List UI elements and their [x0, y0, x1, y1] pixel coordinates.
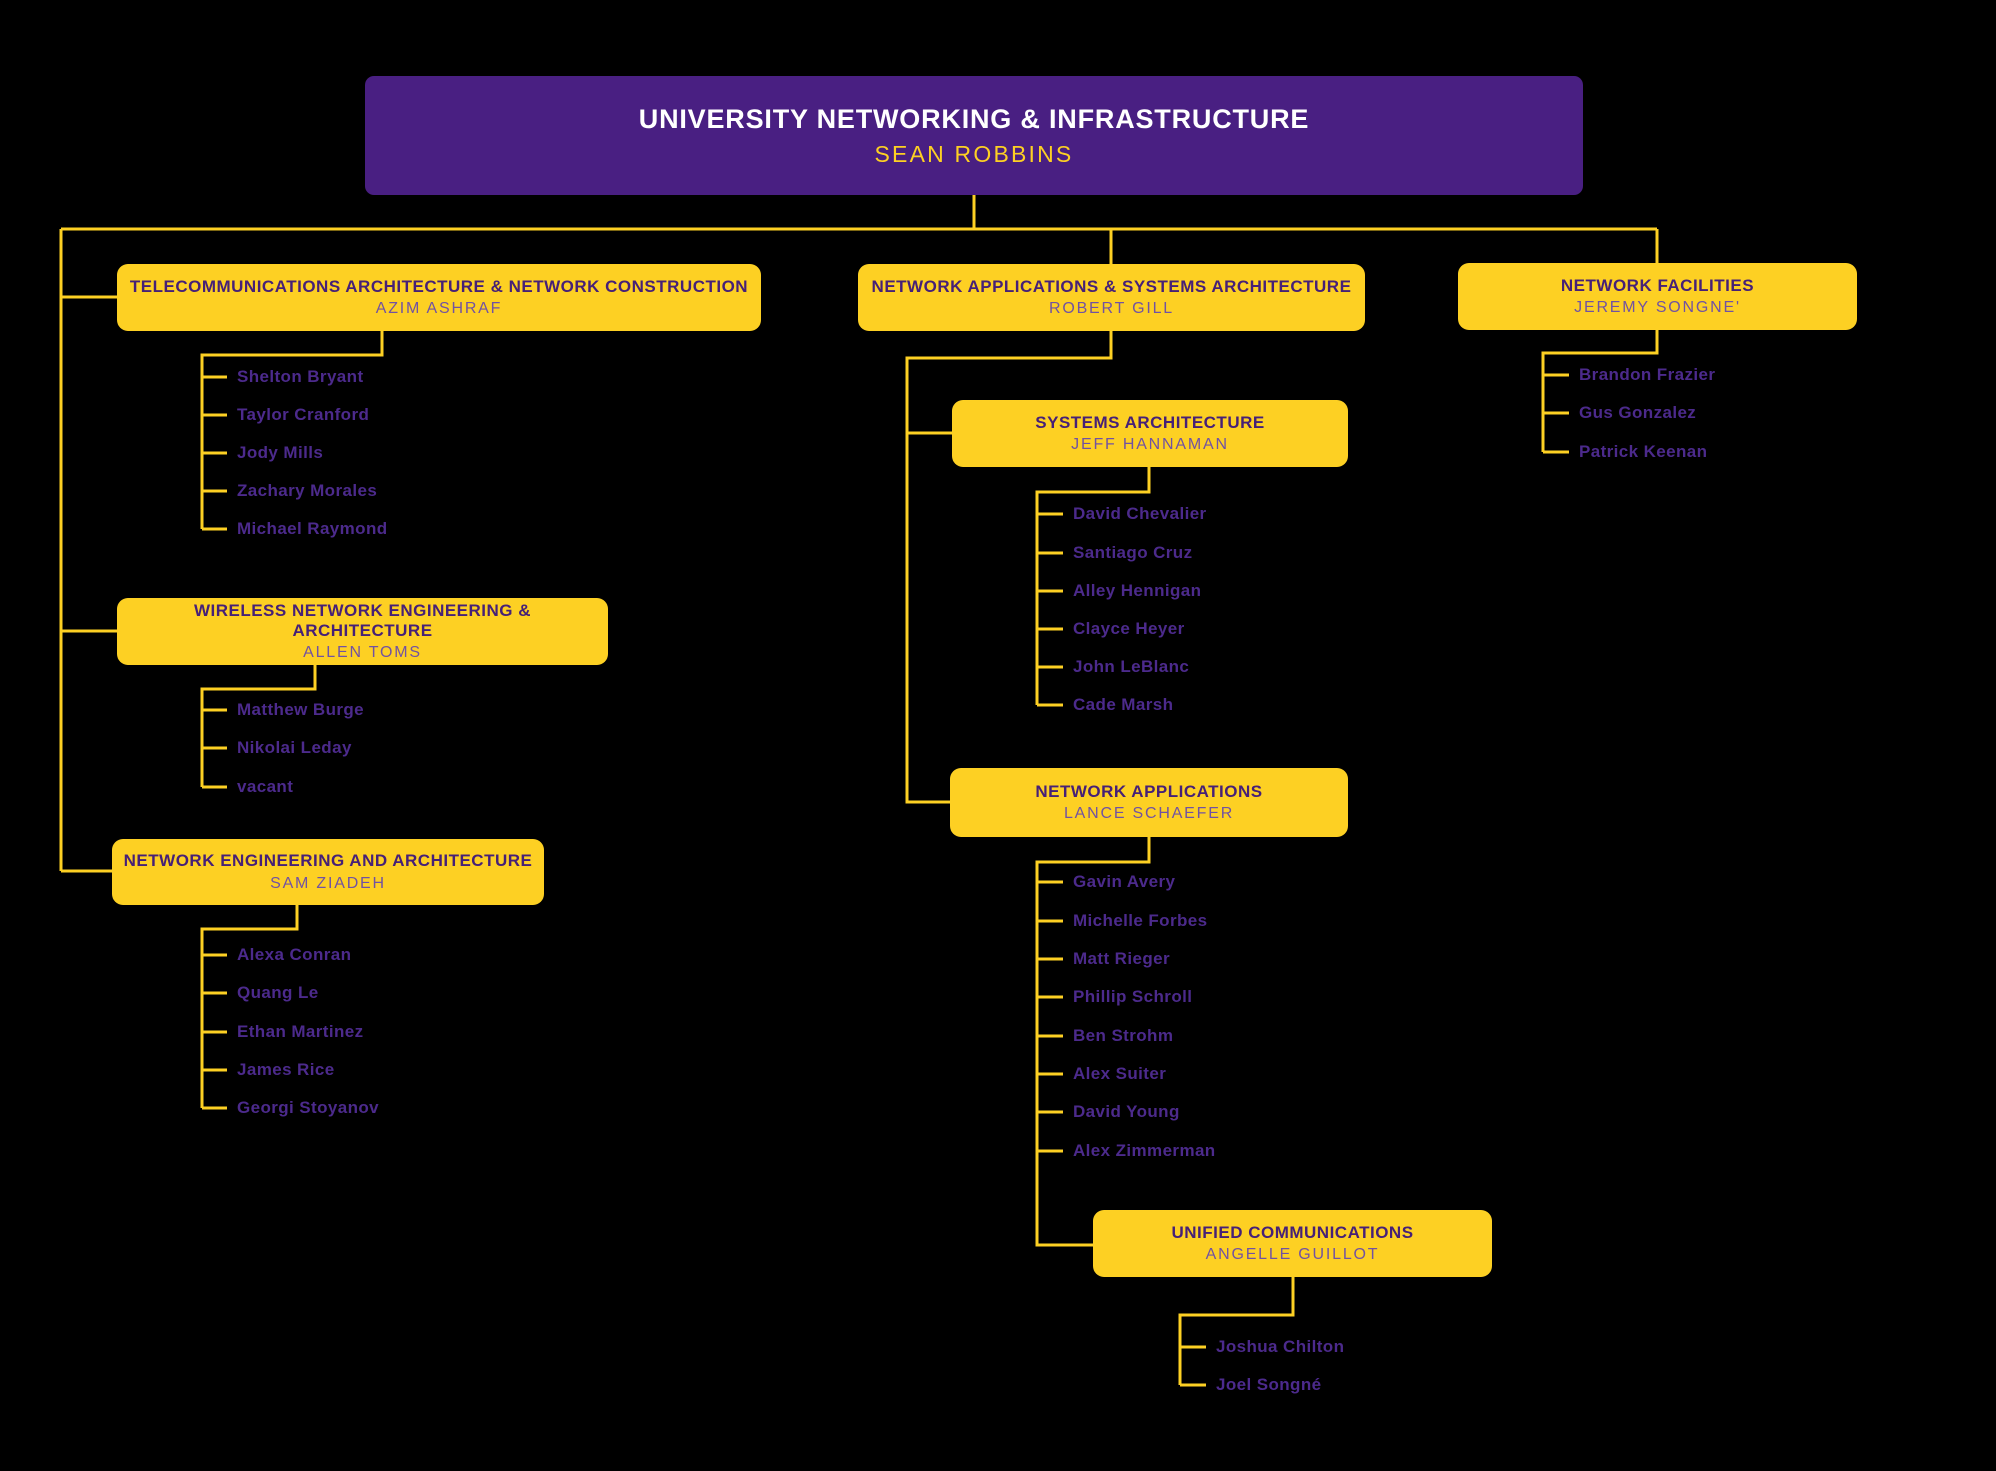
- root-box-university-networking: UNIVERSITY NETWORKING & INFRASTRUCTURE S…: [365, 76, 1583, 195]
- member-name: David Chevalier: [1073, 504, 1207, 523]
- member-name: Matt Rieger: [1073, 949, 1170, 968]
- dept-box-network-applications: NETWORK APPLICATIONS LANCE SCHAEFER: [950, 768, 1348, 837]
- member-name: Alexa Conran: [237, 945, 352, 964]
- dept-title: WIRELESS NETWORK ENGINEERING & ARCHITECT…: [193, 600, 532, 640]
- unicomm-member-spine: [1178, 1277, 1295, 1385]
- member-name: Jody Mills: [237, 443, 324, 462]
- dept-manager: ROBERT GILL: [1048, 300, 1175, 318]
- dept-manager: SAM ZIADEH: [270, 874, 386, 892]
- netfac-member-spine: [1541, 330, 1659, 452]
- dept-box-unified-communications: UNIFIED COMMUNICATIONS ANGELLE GUILLOT: [1093, 1210, 1492, 1277]
- gill-sub-spine: [905, 331, 1113, 804]
- dept-title: NETWORK APPLICATIONS & SYSTEMS ARCHITECT…: [871, 276, 1352, 296]
- member-name: Phillip Schroll: [1073, 987, 1193, 1006]
- member-name: Michael Raymond: [237, 519, 388, 538]
- dept-title: SYSTEMS ARCHITECTURE: [1035, 412, 1265, 432]
- dept-title: NETWORK ENGINEERING AND ARCHITECTURE: [123, 851, 533, 871]
- dept-title: UNIFIED COMMUNICATIONS: [1171, 1222, 1414, 1242]
- member-name: Ethan Martinez: [237, 1022, 364, 1041]
- member-name: Nikolai Leday: [237, 738, 352, 757]
- root-title: UNIVERSITY NETWORKING & INFRASTRUCTURE: [638, 104, 1310, 135]
- dept-title: TELECOMMUNICATIONS ARCHITECTURE & NETWOR…: [129, 276, 749, 296]
- sysarch-member-ticks: [1037, 512, 1063, 707]
- netapps-member-ticks: [1037, 880, 1063, 1153]
- dept-manager: JEREMY SONGNE': [1574, 299, 1741, 317]
- dept-box-network-engineering: NETWORK ENGINEERING AND ARCHITECTURE SAM…: [112, 839, 544, 905]
- member-name: Zachary Morales: [237, 481, 378, 500]
- member-name: Joel Songné: [1216, 1375, 1322, 1394]
- root-manager: SEAN ROBBINS: [874, 140, 1074, 167]
- member-name: Brandon Frazier: [1579, 365, 1716, 384]
- wireless-member-ticks: [202, 708, 227, 789]
- member-name: Gavin Avery: [1073, 872, 1176, 891]
- member-name: Alex Suiter: [1073, 1064, 1167, 1083]
- netfac-member-ticks: [1543, 373, 1569, 454]
- dept-box-systems-architecture: SYSTEMS ARCHITECTURE JEFF HANNAMAN: [952, 400, 1348, 467]
- dept-title: NETWORK APPLICATIONS: [1035, 781, 1263, 801]
- member-name: Patrick Keenan: [1579, 442, 1708, 461]
- wireless-member-spine: [200, 665, 317, 787]
- sysarch-member-spine: [1035, 467, 1151, 705]
- dept-box-wireless-network-engineering: WIRELESS NETWORK ENGINEERING & ARCHITECT…: [117, 598, 608, 665]
- dept-manager: LANCE SCHAEFER: [1063, 805, 1235, 823]
- member-name: Taylor Cranford: [237, 405, 370, 424]
- dept-box-network-facilities: NETWORK FACILITIES JEREMY SONGNE': [1458, 263, 1857, 330]
- unicomm-member-ticks: [1180, 1345, 1206, 1387]
- member-name: Santiago Cruz: [1073, 543, 1193, 562]
- dept-manager: ANGELLE GUILLOT: [1205, 1246, 1380, 1264]
- member-name: Clayce Heyer: [1073, 619, 1185, 638]
- telecom-member-ticks: [202, 375, 227, 531]
- member-name: Alley Hennigan: [1073, 581, 1202, 600]
- member-name: Quang Le: [237, 983, 319, 1002]
- member-name: Joshua Chilton: [1216, 1337, 1345, 1356]
- member-name: Ben Strohm: [1073, 1026, 1174, 1045]
- dept-manager: JEFF HANNAMAN: [1071, 436, 1229, 454]
- dept-manager: AZIM ASHRAF: [375, 300, 503, 318]
- dept-manager: ALLEN TOMS: [303, 644, 422, 662]
- telecom-member-spine: [200, 331, 384, 529]
- member-name: Matthew Burge: [237, 700, 365, 719]
- member-name: Alex Zimmerman: [1073, 1141, 1216, 1160]
- member-name: Shelton Bryant: [237, 367, 364, 386]
- dept-box-telecommunications: TELECOMMUNICATIONS ARCHITECTURE & NETWOR…: [117, 264, 761, 331]
- member-name: vacant: [237, 777, 294, 796]
- member-name: Michelle Forbes: [1073, 911, 1208, 930]
- member-name: John LeBlanc: [1073, 657, 1190, 676]
- member-name: Gus Gonzalez: [1579, 403, 1697, 422]
- member-name: Cade Marsh: [1073, 695, 1174, 714]
- neteng-member-ticks: [202, 953, 227, 1110]
- netapps-member-spine: [1035, 837, 1151, 1247]
- neteng-member-spine: [200, 905, 299, 1108]
- member-name: James Rice: [237, 1060, 335, 1079]
- member-name: David Young: [1073, 1102, 1180, 1121]
- dept-box-network-applications-systems-architecture: NETWORK APPLICATIONS & SYSTEMS ARCHITECT…: [858, 264, 1365, 331]
- member-name: Georgi Stoyanov: [237, 1098, 380, 1117]
- dept-title: NETWORK FACILITIES: [1560, 275, 1755, 295]
